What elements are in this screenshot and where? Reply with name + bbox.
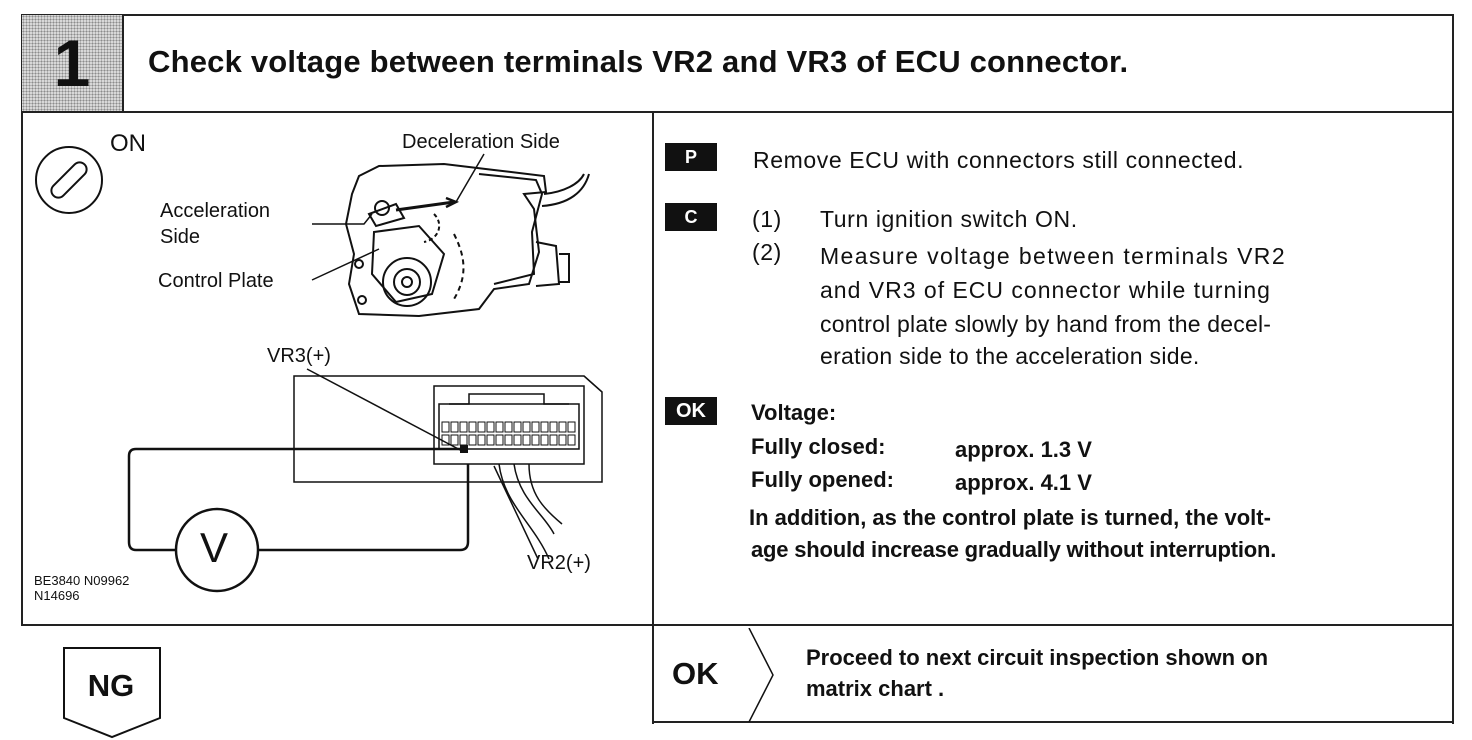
spec-row-2-value: approx. 4.1 V bbox=[955, 470, 1092, 495]
ng-result-tag bbox=[63, 647, 161, 739]
spec-row-1-label: Fully closed: bbox=[751, 434, 886, 459]
ok-action-line1: Proceed to next circuit inspection shown… bbox=[806, 645, 1269, 670]
ref-code-line1: BE3840 N09962 bbox=[34, 573, 130, 588]
voltmeter-icon bbox=[174, 507, 260, 593]
note-line-2: age should increase gradually without in… bbox=[751, 537, 1277, 562]
condition-code-badge: C bbox=[665, 203, 717, 231]
prep-code-badge: P bbox=[665, 143, 717, 171]
header-divider bbox=[22, 111, 1454, 113]
spec-row-1-value: approx. 1.3 V bbox=[955, 437, 1092, 462]
column-divider bbox=[652, 112, 654, 724]
vr2-label: VR2(+) bbox=[527, 552, 591, 574]
frame-left-border bbox=[21, 14, 23, 626]
cond-item-2-line2: and VR3 of ECU connector while turning bbox=[820, 277, 1271, 303]
step-number: 1 bbox=[53, 26, 91, 100]
step-box-divider bbox=[122, 15, 124, 112]
ok-action-line2: matrix chart . bbox=[806, 676, 945, 701]
acceleration-side-label-line1: Acceleration bbox=[160, 200, 271, 222]
cond-item-2-number: (2) bbox=[752, 239, 782, 265]
throttle-body-illustration bbox=[344, 162, 590, 318]
result-bottom-border bbox=[652, 721, 1454, 723]
ok-result-label: OK bbox=[672, 656, 719, 691]
frame-top-border bbox=[22, 14, 1454, 16]
ref-code-line2: N14696 bbox=[34, 588, 80, 603]
step-number-box: 1 bbox=[22, 15, 122, 111]
ignition-switch-icon bbox=[35, 146, 103, 214]
cond-item-2-line4: eration side to the acceleration side. bbox=[820, 343, 1200, 369]
ng-label: NG bbox=[87, 668, 135, 703]
cond-item-2-line1: Measure voltage between terminals VR2 bbox=[820, 243, 1287, 269]
deceleration-side-label: Deceleration Side bbox=[402, 131, 560, 153]
ok-result-arrow-icon bbox=[748, 628, 774, 722]
prep-text: Remove ECU with connectors still connect… bbox=[753, 147, 1245, 173]
spec-heading: Voltage: bbox=[751, 400, 837, 425]
page-title: Check voltage between terminals VR2 and … bbox=[148, 44, 1129, 79]
inspection-illustration bbox=[35, 146, 603, 593]
ecu-connector-pins bbox=[441, 421, 576, 446]
acceleration-side-label-line2: Side bbox=[160, 226, 201, 248]
vr3-label: VR3(+) bbox=[267, 345, 331, 367]
ecu-connector-illustration bbox=[293, 375, 603, 560]
cond-item-1-number: (1) bbox=[752, 206, 782, 232]
spec-row-2-label: Fully opened: bbox=[751, 467, 894, 492]
voltmeter-wiring bbox=[127, 447, 470, 552]
note-line-1: In addition, as the control plate is tur… bbox=[749, 505, 1271, 530]
ignition-on-label: ON bbox=[110, 130, 146, 157]
frame-right-border bbox=[1452, 14, 1454, 724]
body-bottom-border bbox=[22, 624, 1454, 626]
cond-item-2-line3: control plate slowly by hand from the de… bbox=[820, 311, 1272, 337]
ok-code-badge: OK bbox=[665, 397, 717, 425]
cond-item-1-text: Turn ignition switch ON. bbox=[820, 206, 1078, 232]
voltmeter-symbol: V bbox=[200, 524, 229, 571]
label-leader-lines bbox=[306, 153, 539, 560]
control-plate-label: Control Plate bbox=[158, 270, 274, 292]
